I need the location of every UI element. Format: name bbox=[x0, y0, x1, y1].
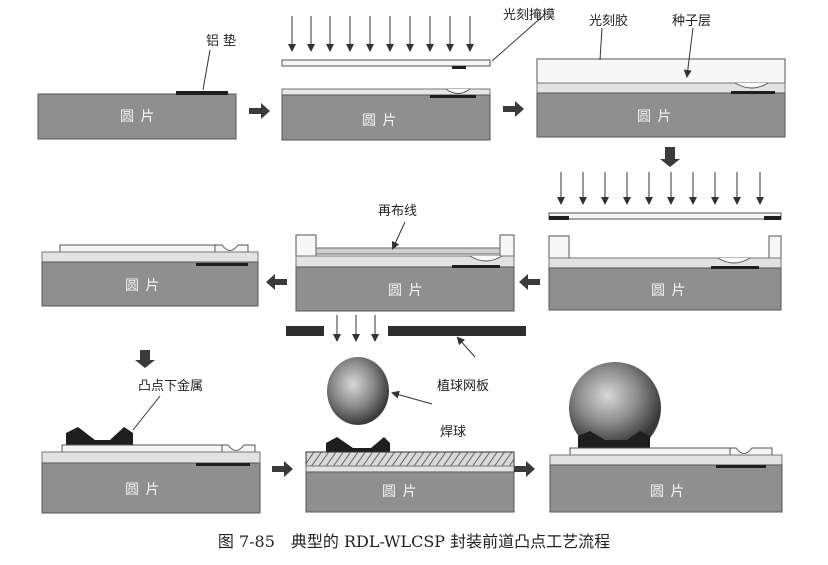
step-7-ubm: 圆 片 凸点下金属 bbox=[41, 378, 261, 514]
wafer-label: 圆 片 bbox=[650, 484, 685, 500]
solder-bump bbox=[569, 361, 661, 446]
wafer-label: 圆 片 bbox=[362, 113, 397, 129]
uv-arrows bbox=[557, 172, 764, 205]
ubm-pad bbox=[326, 437, 390, 452]
ball-placement-stencil: 植球网板 bbox=[286, 315, 526, 394]
flow-arrow-right bbox=[272, 461, 293, 477]
uv-arrows bbox=[288, 16, 474, 52]
step-5-rdl-plating: 圆 片 再布线 bbox=[295, 204, 515, 312]
step-9-reflowed-bump: 圆 片 bbox=[549, 361, 783, 513]
rdl-layer bbox=[315, 247, 501, 255]
solder-ball bbox=[327, 357, 389, 425]
flow-arrow-right bbox=[514, 461, 535, 477]
solder-ball-label: 焊球 bbox=[440, 424, 466, 440]
photoresist-label: 光刻胶 bbox=[589, 13, 628, 29]
flow-arrow-down bbox=[135, 350, 155, 368]
wafer-label: 圆 片 bbox=[637, 109, 672, 125]
flow-arrow-down bbox=[660, 147, 680, 167]
wafer-label: 圆 片 bbox=[120, 109, 155, 125]
step-4-exposure: 圆 片 bbox=[548, 172, 782, 311]
stencil-plate-left bbox=[286, 326, 324, 336]
flow-arrow-right bbox=[249, 103, 270, 119]
photoresist-layer bbox=[536, 58, 786, 84]
wafer-label: 圆 片 bbox=[382, 484, 417, 500]
stencil-plate-right bbox=[388, 326, 526, 336]
step-1-wafer-al-pad: 圆 片 铝 垫 bbox=[37, 33, 237, 140]
stencil-label: 植球网板 bbox=[437, 379, 489, 394]
photomask-label: 光刻掩模 bbox=[503, 8, 555, 23]
figure-caption: 图 7-85 典型的 RDL-WLCSP 封装前道凸点工艺流程 bbox=[217, 532, 611, 551]
wafer-label: 圆 片 bbox=[125, 482, 160, 498]
ubm-label: 凸点下金属 bbox=[138, 378, 203, 394]
solder-ball-drop bbox=[327, 357, 433, 425]
hatched-stack bbox=[305, 451, 515, 467]
rdl-label: 再布线 bbox=[378, 204, 417, 219]
photomask-plate bbox=[548, 212, 782, 220]
wafer-label: 圆 片 bbox=[388, 283, 423, 299]
seed-layer-label: 种子层 bbox=[672, 14, 711, 29]
al-pad-leader bbox=[202, 49, 211, 91]
wafer-label: 圆 片 bbox=[651, 283, 686, 299]
step-6-passivation: 圆 片 bbox=[41, 244, 259, 307]
wafer-label: 圆 片 bbox=[125, 278, 160, 294]
photomask-plate bbox=[281, 59, 491, 67]
al-pad-label: 铝 垫 bbox=[206, 33, 236, 49]
step-2-exposure: 圆 片 光刻掩模 bbox=[281, 8, 555, 141]
ubm-pad bbox=[66, 427, 133, 445]
flow-arrow-left bbox=[519, 274, 540, 290]
flow-arrow-right bbox=[503, 101, 524, 117]
flow-arrow-left bbox=[266, 274, 287, 290]
step-8-ball-placement: 圆 片 焊球 bbox=[305, 424, 515, 513]
al-pad bbox=[176, 91, 228, 95]
step-3-photoresist-seed: 圆 片 光刻胶 种子层 bbox=[536, 13, 786, 138]
